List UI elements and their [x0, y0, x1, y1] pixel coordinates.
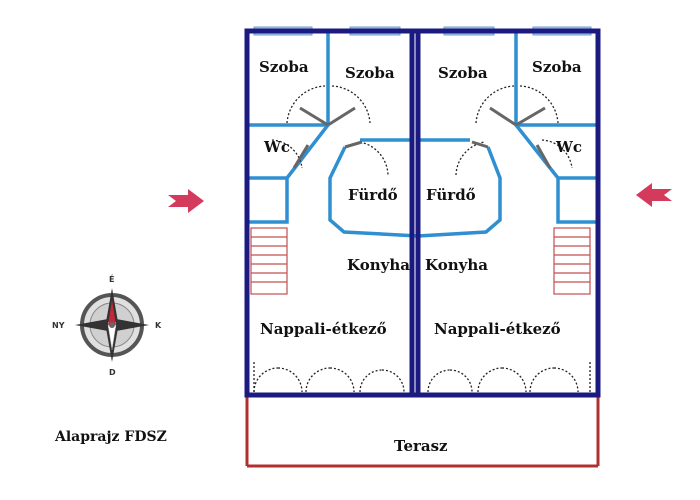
terrace: [245, 395, 600, 468]
entrance-arrow-right: [636, 183, 672, 207]
room-right-konyha: Konyha: [425, 256, 488, 274]
entrance-arrow-left: [168, 189, 204, 213]
room-right-szoba-1: Szoba: [438, 64, 488, 82]
outer-walls: [244, 28, 601, 398]
compass-south-label: D: [109, 368, 116, 377]
room-right-szoba-2: Szoba: [532, 58, 582, 76]
room-right-wc: Wc: [555, 138, 582, 156]
room-left-konyha: Konyha: [347, 256, 410, 274]
door-swings: [253, 85, 591, 393]
room-left-szoba-2: Szoba: [345, 64, 395, 82]
room-left-nappali: Nappali-étkező: [260, 320, 387, 338]
room-right-nappali: Nappali-étkező: [434, 320, 561, 338]
room-left-wc: Wc: [263, 138, 290, 156]
inner-walls: [247, 31, 598, 238]
room-right-furdo: Fürdő: [426, 186, 476, 204]
room-terasz: Terasz: [394, 437, 448, 455]
stairs-right: [553, 227, 591, 295]
room-labels: Szoba Szoba Wc Fürdő Konyha Nappali-étke…: [259, 58, 582, 455]
room-left-furdo: Fürdő: [348, 186, 398, 204]
compass-north-label: É: [109, 273, 114, 284]
door-leaves: [292, 106, 552, 169]
room-left-szoba-1: Szoba: [259, 58, 309, 76]
compass-east-label: K: [155, 321, 162, 330]
stairs-left: [250, 227, 288, 295]
compass-icon: É K D NY: [52, 273, 162, 377]
plan-caption: Alaprajz FDSZ: [54, 429, 167, 445]
compass-west-label: NY: [52, 321, 65, 330]
